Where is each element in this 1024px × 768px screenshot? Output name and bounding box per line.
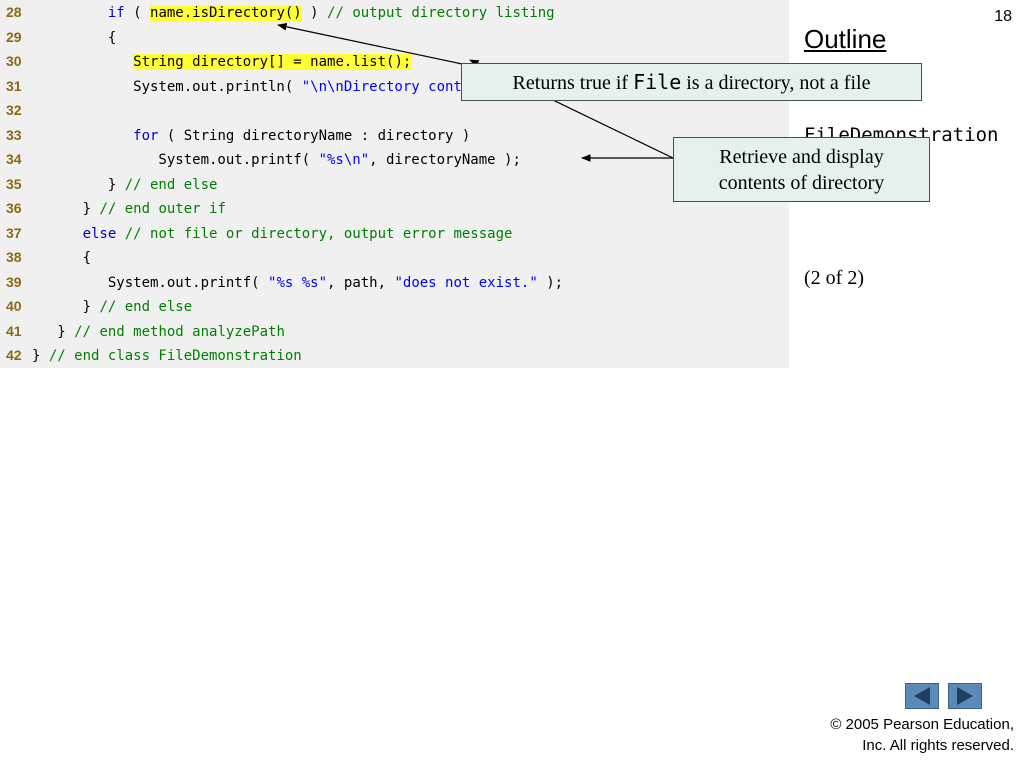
line-number: 38 (6, 249, 22, 265)
code-line: 34 System.out.printf( "%s\n", directoryN… (0, 147, 521, 171)
callout-list-contents-line2: contents of directory (718, 172, 885, 194)
code-token (116, 226, 124, 242)
line-number: 35 (6, 175, 22, 192)
code-token (32, 54, 133, 70)
code-token (32, 226, 83, 242)
code-line: 38 { (0, 245, 91, 269)
code-token: if (107, 5, 125, 21)
highlighted-code: String directory[] = name.list(); (133, 54, 412, 70)
line-number: 39 (6, 273, 22, 290)
callout-is-directory-suffix: is a directory, not a file (681, 72, 871, 94)
code-line: 37 else // not file or directory, output… (0, 221, 512, 245)
triangle-left-icon (914, 687, 930, 705)
code-token: // end class FileDemonstration (48, 348, 302, 364)
previous-slide-button[interactable] (905, 683, 939, 709)
code-line: 28 if ( name.isDirectory() ) // output d… (0, 0, 555, 24)
code-listing: 28 if ( name.isDirectory() ) // output d… (0, 0, 789, 368)
code-line: 42} // end class FileDemonstration (0, 343, 302, 367)
code-token: for (133, 127, 159, 144)
code-token: ); (537, 274, 564, 291)
code-line: 41 } // end method analyzePath (0, 319, 285, 343)
code-line: 30 String directory[] = name.list(); (0, 49, 412, 73)
code-token: // end else (124, 176, 218, 193)
code-token: } (32, 201, 100, 217)
code-line: 29 { (0, 25, 116, 49)
code-token: // end else (99, 299, 193, 315)
line-number: 36 (6, 200, 22, 216)
line-number: 32 (6, 102, 22, 118)
line-number: 30 (6, 53, 22, 69)
line-number: 29 (6, 28, 22, 45)
code-token: System.out.printf( (32, 152, 319, 168)
code-line: 33 for ( String directoryName : director… (0, 123, 470, 147)
code-token: } (32, 323, 75, 340)
triangle-right-icon (957, 687, 973, 705)
code-token: "does not exist." (394, 274, 538, 291)
page-indicator: (2 of 2) (804, 267, 864, 289)
highlighted-code: name.isDirectory() (150, 5, 302, 21)
copyright-notice: © 2005 Pearson Education, Inc. All right… (830, 714, 1014, 756)
line-number: 34 (6, 151, 22, 167)
code-token: // not file or directory, output error m… (124, 225, 513, 242)
code-line: 39 System.out.printf( "%s %s", path, "do… (0, 270, 563, 294)
slide-number: 18 (994, 8, 1012, 25)
code-token: } (32, 299, 100, 315)
code-line: 40 } // end else (0, 294, 192, 318)
code-token: } (32, 176, 125, 193)
next-slide-button[interactable] (948, 683, 982, 709)
line-number: 42 (6, 347, 22, 363)
code-token: System.out.printf( (32, 274, 269, 291)
line-number: 40 (6, 298, 22, 314)
copyright-line2: Inc. All rights reserved. (862, 737, 1014, 754)
code-token: { (32, 29, 117, 46)
line-number: 28 (6, 4, 22, 20)
code-token: ( (124, 5, 151, 21)
callout-is-directory-prefix: Returns true if (512, 72, 634, 94)
code-token: , path, (327, 274, 395, 291)
callout-list-contents-line1: Retrieve and display (719, 146, 884, 168)
line-number: 33 (6, 126, 22, 143)
code-token: ) (301, 5, 328, 21)
code-token: ( String directoryName : directory ) (158, 127, 471, 144)
callout-is-directory: Returns true if File is a directory, not… (461, 63, 922, 101)
line-number: 41 (6, 322, 22, 339)
code-token: { (32, 250, 92, 266)
code-token: "%s\n" (318, 152, 370, 168)
code-token: // end outer if (99, 201, 226, 217)
line-number: 37 (6, 224, 22, 241)
outline-title[interactable]: Outline (804, 24, 887, 54)
code-token: // end method analyzePath (74, 323, 285, 340)
code-line: 36 } // end outer if (0, 196, 226, 220)
code-token: else (82, 225, 117, 242)
code-token: , directoryName ); (369, 152, 521, 168)
code-token: "%s %s" (268, 274, 328, 291)
callout-is-directory-code: File (633, 70, 682, 94)
code-token (32, 5, 108, 21)
code-token: // output directory listing (327, 5, 555, 21)
code-line: 35 } // end else (0, 172, 217, 196)
copyright-line1: © 2005 Pearson Education, (830, 716, 1014, 733)
line-number: 31 (6, 77, 22, 94)
code-token (32, 128, 133, 144)
code-line: 32 (0, 98, 32, 122)
code-token: } (32, 348, 49, 364)
code-token: System.out.println( (32, 78, 302, 95)
callout-list-contents: Retrieve and display contents of directo… (673, 137, 930, 202)
